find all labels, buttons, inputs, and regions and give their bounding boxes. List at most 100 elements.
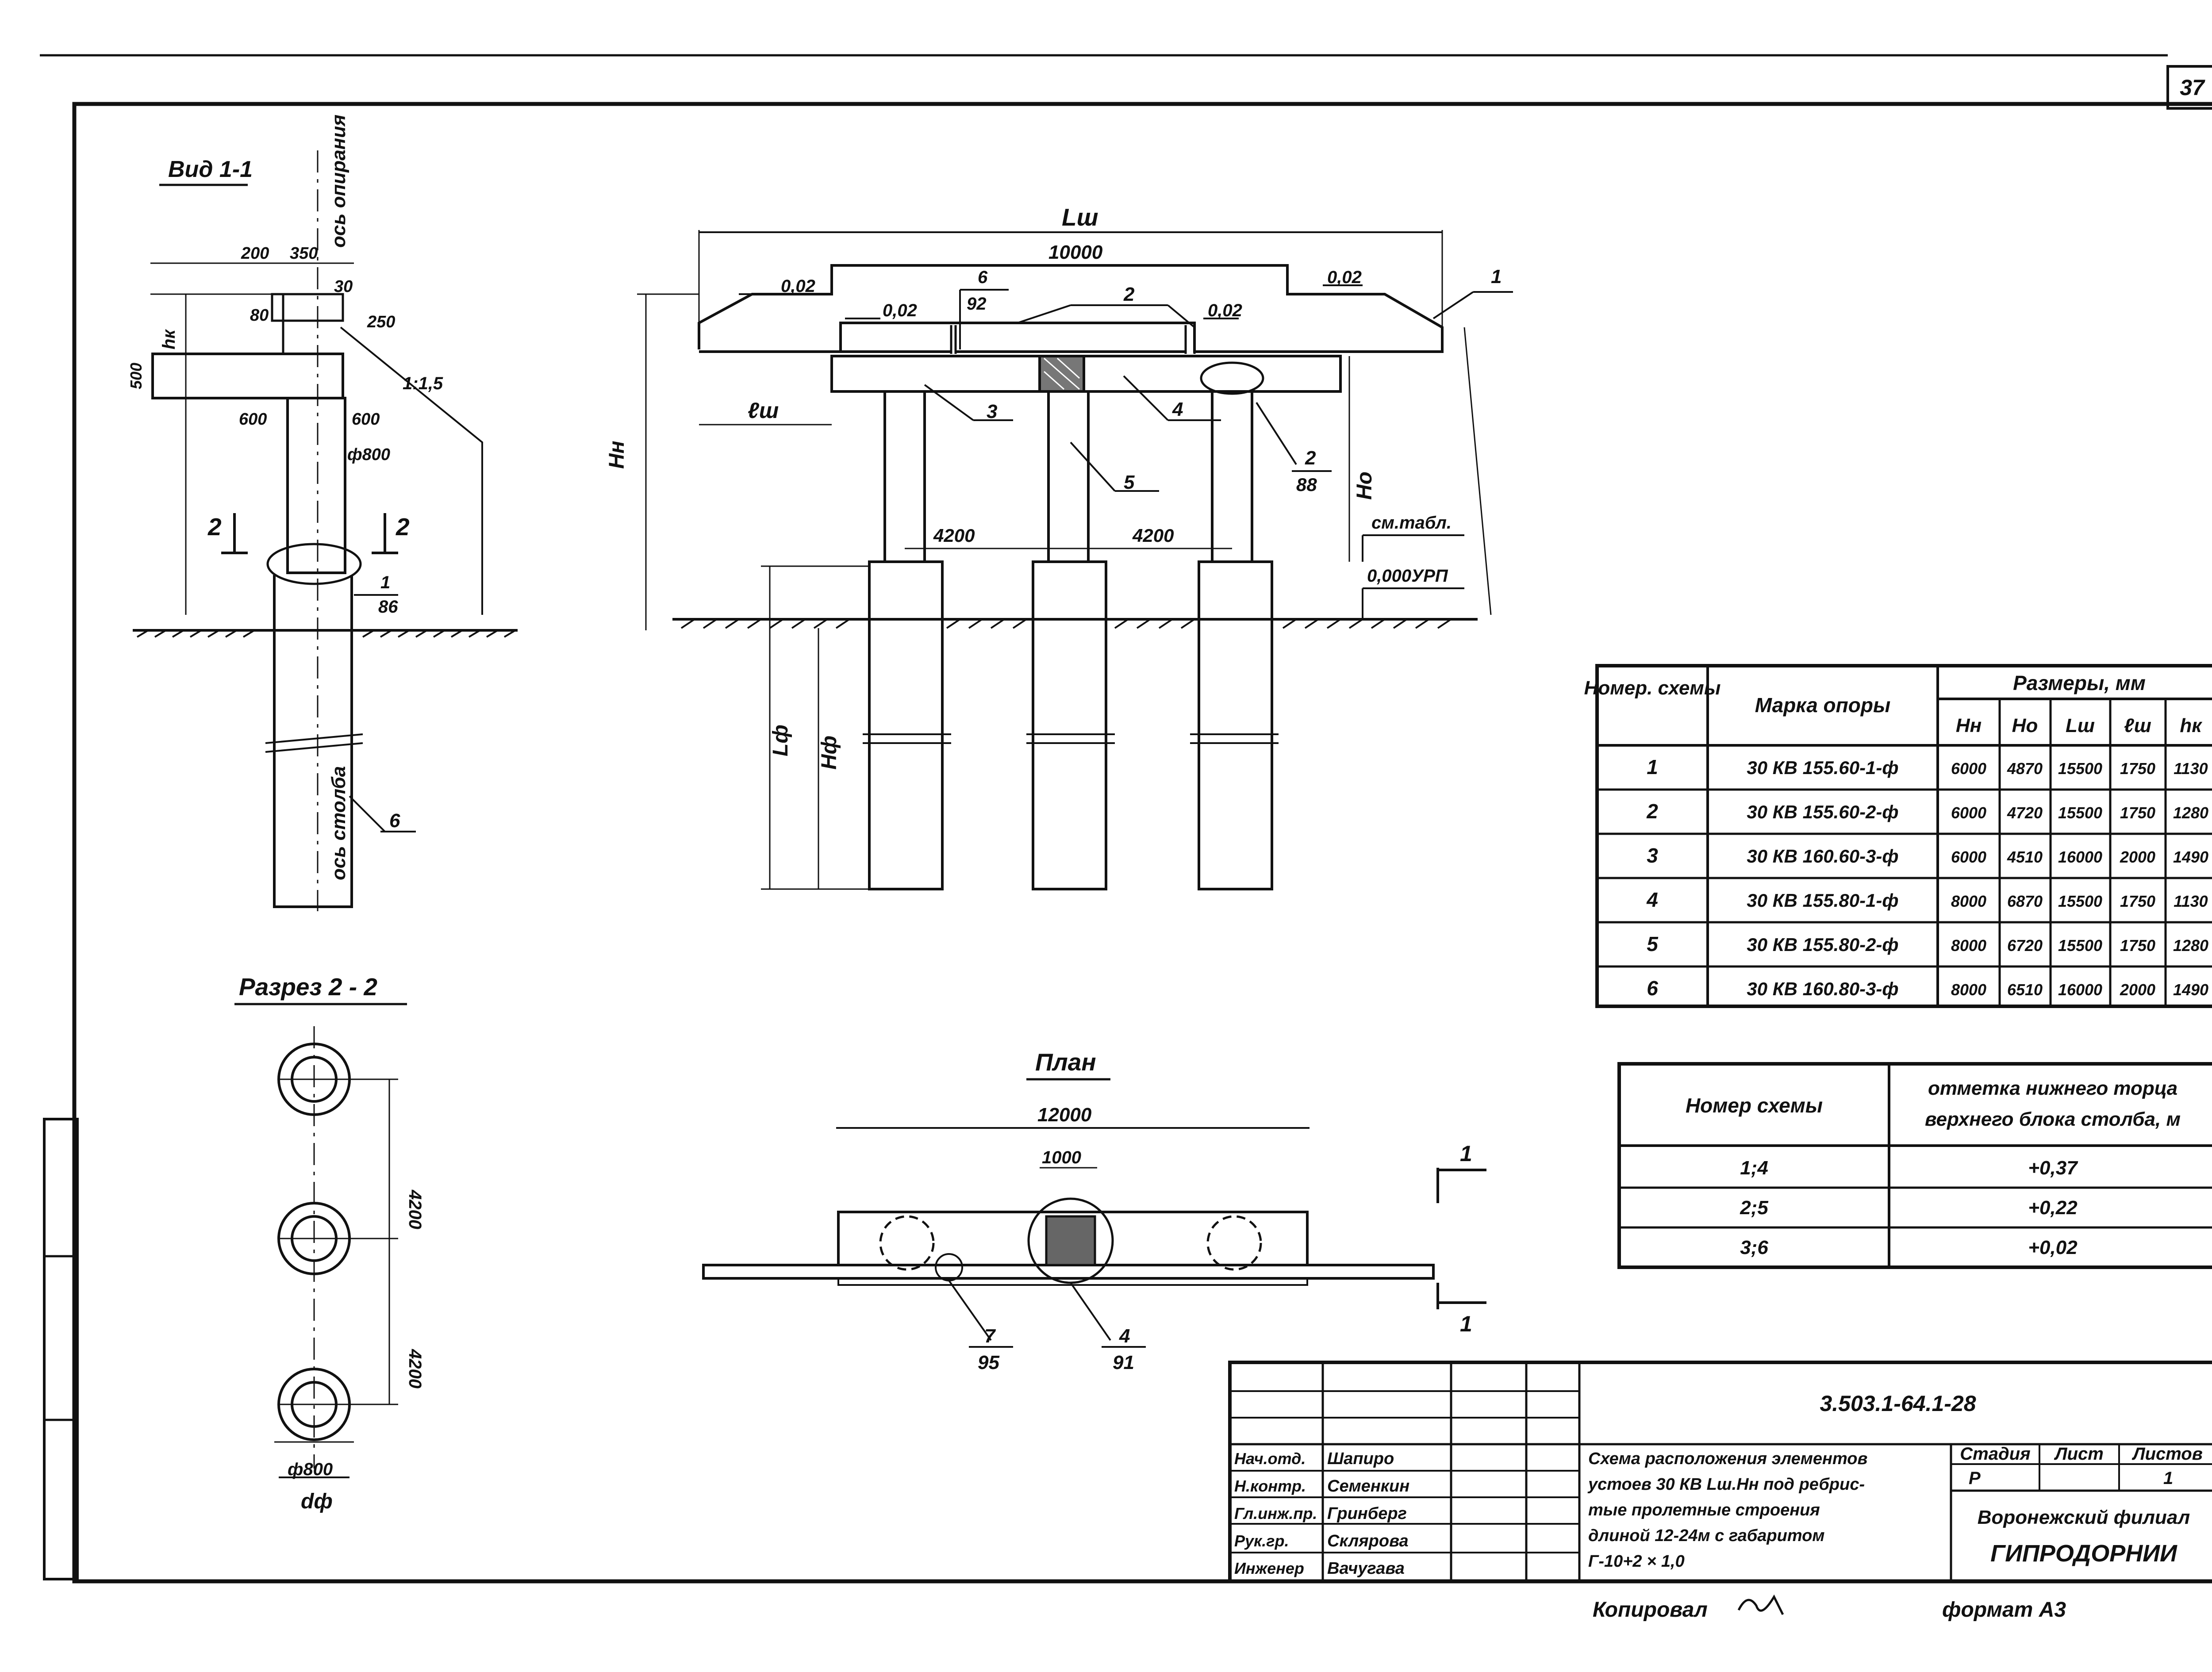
svg-text:см.табл.: см.табл. [1371,513,1452,533]
elevation-marks-table: Номер схемы отметка нижнего торца верхне… [1617,1062,2212,1269]
table-cell-ho: 4510 [2007,848,2043,866]
table-cell-mark: +0,02 [2028,1237,2078,1258]
table-cell-mark: 30 КВ 155.80-2-ф [1747,934,1898,955]
table-cell-esh: 1750 [2120,804,2155,822]
svg-text:Hн: Hн [1956,715,1982,736]
svg-text:95: 95 [978,1352,999,1373]
svg-text:ф800: ф800 [347,445,390,464]
svg-text:500: 500 [127,363,145,389]
signature-name: Вачугава [1327,1559,1405,1578]
svg-text:dф: dф [301,1490,333,1513]
svg-text:Hн: Hн [605,441,629,469]
table-cell-ho: 6510 [2007,981,2043,999]
table-cell-scheme: 2;5 [1740,1197,1768,1219]
table-cell-hn: 6000 [1951,804,1986,822]
sheet-number: 37 [2180,75,2205,100]
svg-text:hк: hк [159,329,179,349]
svg-text:4200: 4200 [1132,525,1174,546]
description-line: длиной 12-24м с габаритом [1588,1526,1824,1545]
table-cell-ho: 4870 [2007,759,2043,778]
table-cell-lsh: 16000 [2058,981,2102,999]
table-cell-scheme: 2 [1646,800,1658,823]
signature-role: Н.контр. [1234,1477,1306,1495]
dimensions-table: Номер. схемы Марка опоры Размеры, мм Hн … [1584,664,2212,1008]
table-cell-lsh: 15500 [2058,936,2102,955]
table-cell-esh: 1750 [2120,936,2155,955]
svg-text:Hф: Hф [818,736,841,770]
svg-text:600: 600 [239,410,267,429]
table-cell-mark: +0,22 [2028,1197,2078,1219]
svg-text:4: 4 [1119,1325,1130,1347]
svg-text:Ho: Ho [2012,715,2038,736]
description-line: тые пролетные строения [1588,1501,1820,1519]
table-cell-scheme: 3 [1647,844,1658,867]
svg-text:Марка опоры: Марка опоры [1755,694,1890,717]
svg-text:1: 1 [2163,1469,2173,1488]
svg-text:7: 7 [984,1325,996,1347]
table-cell-esh: 1750 [2120,759,2155,778]
svg-text:ℓш: ℓш [748,398,779,423]
sheet-number-box [2166,65,2212,110]
svg-text:1: 1 [380,573,390,592]
table-cell-esh: 1750 [2120,892,2155,910]
view-1-1-title: Вид 1-1 [168,157,253,182]
svg-text:4200: 4200 [933,525,975,546]
svg-text:ℓш: ℓш [2124,715,2151,736]
table-cell-lsh: 16000 [2058,848,2102,866]
svg-text:350: 350 [290,244,318,263]
signature-role: Гл.инж.пр. [1234,1504,1317,1522]
table-cell-hk: 1280 [2173,804,2208,822]
svg-text:10000: 10000 [1048,242,1103,263]
svg-text:2: 2 [1123,284,1135,305]
plan-title: План [1035,1048,1096,1076]
svg-text:отметка нижнего торца: отметка нижнего торца [1928,1078,2177,1099]
table-cell-esh: 2000 [2120,848,2155,866]
table-cell-esh: 2000 [2120,981,2155,999]
svg-text:1: 1 [1460,1141,1472,1166]
svg-text:1:1,5: 1:1,5 [403,374,443,393]
svg-text:1: 1 [1491,266,1502,288]
svg-text:0,02: 0,02 [1327,268,1362,287]
svg-text:0,000УРП: 0,000УРП [1367,566,1448,586]
table-cell-ho: 6870 [2007,892,2043,910]
table-cell-mark: 30 КВ 160.60-3-ф [1747,846,1898,867]
svg-text:ГИПРОДОРНИИ: ГИПРОДОРНИИ [1990,1540,2177,1567]
table-cell-hk: 1130 [2174,892,2208,910]
drawing-code: 3.503.1-64.1-28 [1820,1391,1976,1416]
copied-by-label: Копировал [1593,1598,1708,1622]
signature-name: Гринберг [1327,1504,1407,1523]
table-cell-lsh: 15500 [2058,804,2102,822]
table-cell-scheme: 6 [1647,977,1658,1000]
svg-text:ф800: ф800 [288,1460,333,1479]
svg-text:6: 6 [389,810,400,832]
svg-text:2: 2 [396,513,410,541]
axis-column-label: ось столба [328,766,349,880]
svg-text:Lш: Lш [2066,715,2095,736]
table-cell-mark: 30 КВ 155.80-1-ф [1747,890,1898,911]
signature-name: Семенкин [1327,1477,1409,1496]
drawing-frame [72,102,2212,1584]
svg-text:Р: Р [1969,1469,1981,1488]
view-1-1: Вид 1-1 ось опирания 1:1,5 200 350 30 80… [127,115,518,911]
signature-role: Нач.отд. [1234,1450,1306,1468]
table-cell-ho: 6720 [2007,936,2043,955]
svg-text:Lф: Lф [769,725,792,756]
signature-name: Шапиро [1327,1450,1394,1468]
svg-text:4200: 4200 [405,1189,425,1229]
svg-text:Воронежский филиал: Воронежский филиал [1978,1507,2190,1528]
svg-text:600: 600 [352,410,380,429]
table-cell-hk: 1490 [2173,848,2208,866]
table-cell-mark: 30 КВ 155.60-2-ф [1747,801,1898,822]
section-2-2: Разрез 2 - 2 4200 4200 ф800 dф [234,973,425,1513]
svg-text:0,02: 0,02 [781,276,815,296]
section-2-2-title: Разрез 2 - 2 [239,973,377,1001]
svg-text:0,02: 0,02 [883,301,917,320]
table-cell-hn: 6000 [1951,848,1986,866]
table-cell-scheme: 3;6 [1740,1237,1768,1258]
description-line: Схема расположения элементов [1588,1450,1867,1468]
svg-text:92: 92 [967,294,987,314]
description-line: Г-10+2 × 1,0 [1588,1552,1685,1571]
